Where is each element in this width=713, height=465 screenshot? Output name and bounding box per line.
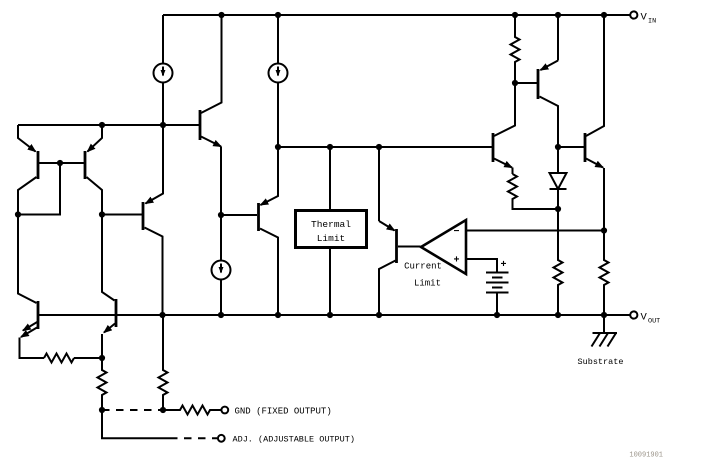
resistor-r2 <box>95 358 109 410</box>
comparator-minus-label: − <box>453 227 459 238</box>
current-source-1 <box>152 62 174 84</box>
current-source-icon <box>152 62 174 84</box>
battery-plus-label: + <box>500 260 506 271</box>
thermal-limit-label-line2: Limit <box>317 233 346 244</box>
resistor-r4 <box>163 403 221 417</box>
vout-terminal: V OUT <box>629 310 660 326</box>
junction-dots <box>14 11 608 414</box>
current-limit-label-line1: Current <box>404 262 442 272</box>
transistor-q8-npn <box>101 214 118 358</box>
thermal-limit-block: Thermal Limit <box>294 209 368 249</box>
vout-pin-icon <box>629 310 639 320</box>
gnd-pin-icon <box>220 405 230 415</box>
transistor-q3-npn <box>198 15 223 215</box>
resistor-r8 <box>597 230 611 315</box>
current-source-3 <box>210 215 232 315</box>
gnd-terminal: GND (FIXED OUTPUT) <box>102 405 332 417</box>
transistor-q5-pnp <box>102 125 164 315</box>
resistor-r6 <box>508 15 522 83</box>
diode-d1 <box>547 147 569 209</box>
transistor-q1-pnp <box>17 125 40 215</box>
resistor-r7 <box>551 209 565 315</box>
comparator-plus-label: + <box>453 256 459 267</box>
resistor-r3 <box>156 315 170 410</box>
thermal-limit-label-line1: Thermal <box>311 219 351 230</box>
transistor-q4-pnp <box>221 147 279 315</box>
resistor-r5 <box>505 173 558 210</box>
vout-label: V <box>641 312 648 324</box>
diode-icon <box>547 172 569 192</box>
top-supply-rail <box>162 14 630 147</box>
current-source-icon <box>267 62 289 84</box>
substrate-label: Substrate <box>578 357 624 367</box>
adj-pin-icon <box>216 433 226 443</box>
battery-reference: + <box>486 260 509 315</box>
adj-label: ADJ. (ADJUSTABLE OUTPUT) <box>233 435 355 445</box>
transistor-q7-dual-emitter-npn <box>17 214 44 359</box>
vin-label-sub: IN <box>648 18 656 26</box>
vin-label: V <box>641 12 648 24</box>
adj-terminal: ADJ. (ADJUSTABLE OUTPUT) <box>101 410 355 445</box>
chassis-ground-icon <box>590 332 617 348</box>
figure-number: 10091901 <box>629 452 663 460</box>
current-source-icon <box>210 259 232 281</box>
transistor-q11-npn <box>558 15 605 231</box>
comparator-current-limit: − + Current Limit <box>404 217 468 289</box>
current-source-2 <box>267 62 289 84</box>
transistor-q10-pnp <box>515 15 559 147</box>
gnd-label: GND (FIXED OUTPUT) <box>235 407 332 417</box>
substrate-ground: Substrate <box>578 315 624 367</box>
resistor-r1 <box>43 351 102 365</box>
transistor-q2-pnp <box>83 125 103 215</box>
transistor-q9-npn <box>491 83 516 174</box>
vout-label-sub: OUT <box>648 318 660 326</box>
comparator-icon <box>418 217 468 277</box>
current-limit-label-line2: Limit <box>414 279 441 289</box>
vin-pin-icon <box>629 10 639 20</box>
transistor-q6-current-limit-pnp <box>378 220 421 315</box>
vin-terminal: V IN <box>629 10 656 26</box>
interconnect-wires <box>18 124 604 315</box>
